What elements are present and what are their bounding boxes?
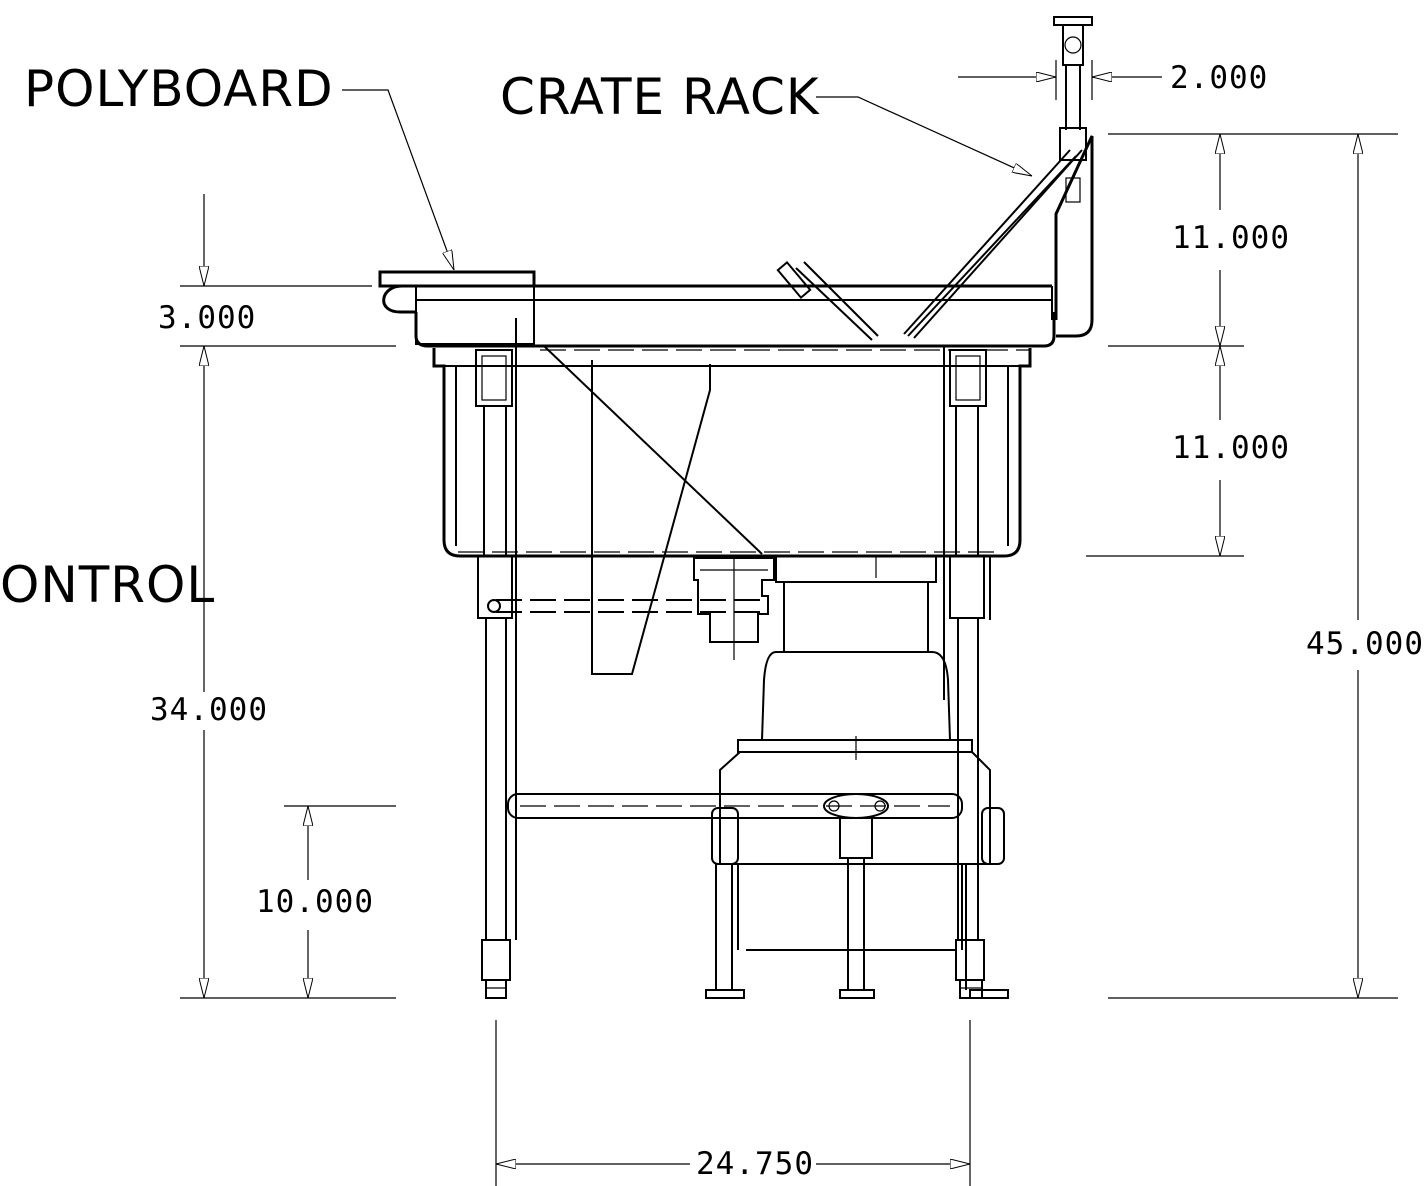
dim-2000-lines bbox=[958, 60, 1162, 100]
dim-right-lines bbox=[1086, 133, 1398, 999]
dim-leg-spacing: 24.750 bbox=[694, 1146, 816, 1182]
dim-left-lines bbox=[180, 194, 396, 999]
upper-rail bbox=[487, 599, 766, 613]
disposer-feet bbox=[705, 858, 1009, 999]
disposer bbox=[711, 555, 1005, 951]
polyboard bbox=[378, 270, 536, 345]
brace bbox=[533, 326, 763, 675]
drain bbox=[693, 557, 775, 660]
dim-bottom-lines bbox=[495, 1020, 971, 1186]
crate-rack-leader bbox=[816, 96, 1032, 177]
dim-board-thickness: 3.000 bbox=[156, 300, 259, 336]
sink-bowl bbox=[432, 348, 1032, 558]
control-label: ONTROL bbox=[0, 556, 216, 614]
dim-width-top: 2.000 bbox=[1168, 60, 1271, 96]
polyboard-leader bbox=[342, 89, 455, 270]
dim-rail-height: 10.000 bbox=[254, 884, 376, 920]
dim-work-height: 34.000 bbox=[148, 692, 270, 728]
polyboard-label: POLYBOARD bbox=[24, 60, 334, 118]
dim-overall-height: 45.000 bbox=[1304, 626, 1426, 662]
crate-rack bbox=[776, 16, 1093, 341]
dim-height-upper: 11.000 bbox=[1170, 220, 1292, 256]
lower-rail bbox=[507, 793, 963, 819]
table-top bbox=[414, 284, 1056, 351]
dim-height-middle: 11.000 bbox=[1170, 430, 1292, 466]
backsplash bbox=[1054, 135, 1094, 338]
right-leg bbox=[943, 346, 991, 999]
left-leg bbox=[475, 318, 517, 999]
crate-rack-label: CRATE RACK bbox=[500, 68, 820, 126]
